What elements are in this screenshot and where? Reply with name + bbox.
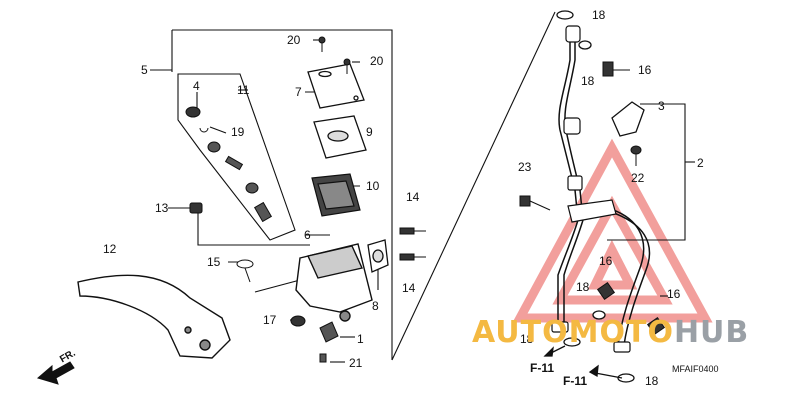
callout-18: 18 <box>520 332 534 346</box>
sealing-washer <box>556 10 635 383</box>
pivot-bolt-15 <box>236 259 254 283</box>
callout-7: 7 <box>295 85 302 99</box>
ref-f11: F-11 <box>530 361 555 375</box>
callout-15: 15 <box>207 255 221 269</box>
callout-19: 19 <box>231 125 245 139</box>
nut-17 <box>290 315 306 327</box>
callout-20: 20 <box>370 54 384 68</box>
bolt-23 <box>519 195 551 211</box>
brake-lever <box>77 274 231 359</box>
callout-9: 9 <box>366 125 373 139</box>
screw-20 <box>318 36 351 74</box>
master-cylinder-body <box>295 243 373 322</box>
callout-14: 14 <box>402 281 416 295</box>
callout-5: 5 <box>141 63 148 77</box>
callout-18: 18 <box>581 74 595 88</box>
callout-18: 18 <box>592 8 606 22</box>
callout-8: 8 <box>372 299 379 313</box>
callout-13: 13 <box>155 201 169 215</box>
piston-kit-frame <box>177 73 296 241</box>
banjo-bolt-16 <box>596 61 666 336</box>
callout-11: 11 <box>237 83 250 97</box>
callout-23: 23 <box>518 160 532 174</box>
callout-18: 18 <box>645 374 659 388</box>
callout-12: 12 <box>103 242 117 256</box>
diaphragm <box>311 173 361 217</box>
callout-18: 18 <box>576 280 590 294</box>
ref-f11: F-11 <box>563 374 588 388</box>
reservoir-cap <box>307 63 365 109</box>
clamp-holder <box>367 239 389 273</box>
callout-1: 1 <box>357 332 364 346</box>
watermark-logo <box>512 138 713 323</box>
callout-10: 10 <box>366 179 380 193</box>
group-frame-5 <box>172 29 393 360</box>
callout-22: 22 <box>631 171 645 185</box>
group-frame-2 <box>607 103 686 241</box>
callout-4: 4 <box>193 79 200 93</box>
brake-switch <box>319 321 339 363</box>
callout-3: 3 <box>658 99 665 113</box>
plug-13 <box>189 202 203 214</box>
callout-16: 16 <box>667 287 681 301</box>
hose-bracket <box>611 101 645 137</box>
callout-16: 16 <box>599 254 613 268</box>
callout-20: 20 <box>287 33 301 47</box>
watermark-part1: AUTOMOTO <box>472 315 674 350</box>
callout-17: 17 <box>263 313 277 327</box>
diagram-code: MFAIF0400 <box>672 364 719 374</box>
bolt-22 <box>630 145 642 166</box>
diaphragm-plate <box>313 115 367 159</box>
piston-parts <box>185 106 273 223</box>
watermark-part2: HUB <box>673 315 750 350</box>
callout-6: 6 <box>304 228 311 242</box>
watermark-text: AUTOMOTOHUB <box>472 318 749 348</box>
bolt-14 <box>399 227 426 261</box>
callout-2: 2 <box>697 156 704 170</box>
callout-16: 16 <box>638 63 652 77</box>
f11-arrow-icon <box>543 345 623 379</box>
front-arrow-icon <box>36 361 75 385</box>
callout-14: 14 <box>406 190 420 204</box>
callout-21: 21 <box>349 356 363 370</box>
hose-fittings <box>551 25 631 353</box>
